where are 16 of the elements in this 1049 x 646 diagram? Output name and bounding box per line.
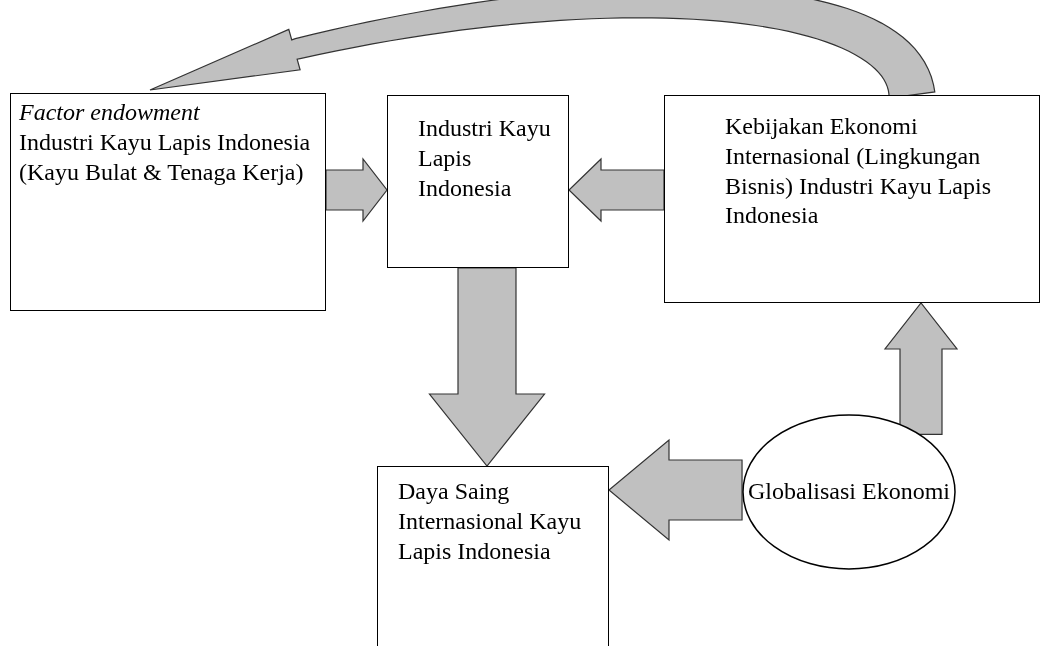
process-box [10, 93, 326, 311]
block-arrow [608, 438, 743, 542]
process-box [377, 466, 609, 646]
ellipse-node [742, 414, 956, 570]
node-text: Daya Saing Internasional Kayu Lapis Indonesia [398, 477, 583, 566]
block-arrow [325, 157, 388, 223]
block-arrow [428, 267, 546, 467]
node-text: Industri Kayu Lapis Indonesia (Kayu Bulat & Tenaga Kerja) [19, 127, 312, 187]
process-box [387, 95, 569, 268]
node-text: Industri Kayu Lapis Indonesia [418, 114, 552, 203]
node-text: Globalisasi Ekonomi [748, 477, 950, 507]
node-heading: Factor endowment [19, 98, 201, 127]
process-box [664, 95, 1040, 303]
node-text: Kebijakan Ekonomi Internasional (Lingkungan Bisnis) Industri Kayu Lapis Indonesia [725, 112, 992, 231]
block-arrow [568, 157, 665, 223]
block-arrow [883, 302, 959, 435]
